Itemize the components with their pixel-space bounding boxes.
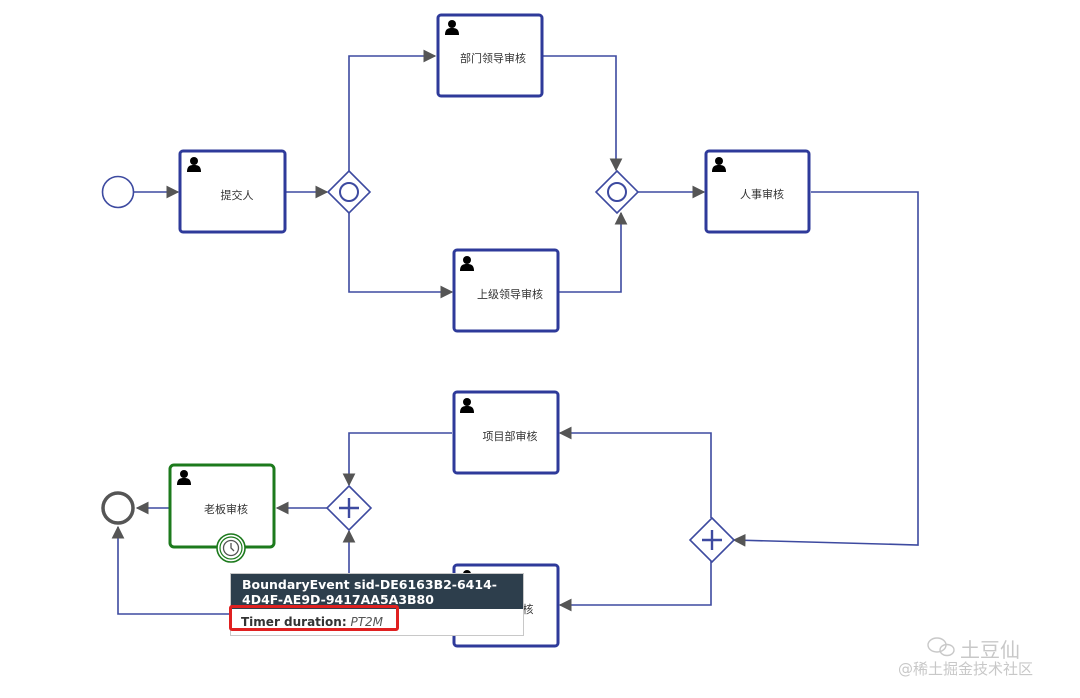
timer-duration-value: PT2M: [350, 615, 384, 629]
flow-timer-to-end[interactable]: [111, 525, 232, 615]
parallel-gateway-fork[interactable]: [688, 516, 736, 564]
flow-gateway-to-superior[interactable]: [348, 212, 454, 299]
task-hr[interactable]: 人事审核: [704, 149, 811, 234]
boundary-event-tooltip: BoundaryEvent sid-DE6163B2-6414-4D4F-AE9…: [230, 573, 524, 636]
task-boss[interactable]: 老板审核: [168, 463, 276, 549]
circle-icon: [607, 182, 627, 202]
flow-hr-to-fork[interactable]: [732, 191, 919, 547]
inclusive-gateway-split[interactable]: [326, 169, 372, 215]
task-label: 部门领导审核: [460, 51, 526, 65]
flow-dept-to-join[interactable]: [543, 55, 623, 172]
task-project-dept[interactable]: 项目部审核: [452, 390, 560, 475]
task-label: 人事审核: [740, 187, 784, 201]
parallel-gateway-join[interactable]: [325, 484, 373, 532]
highlight-box: [229, 605, 399, 631]
task-submitter[interactable]: 提交人: [178, 149, 287, 234]
task-dept-leader[interactable]: 部门领导审核: [436, 13, 544, 98]
plus-icon: [339, 498, 359, 518]
start-event[interactable]: [101, 175, 135, 209]
boundary-timer-event[interactable]: [216, 533, 246, 563]
task-label: 上级领导审核: [477, 287, 543, 301]
inclusive-gateway-join[interactable]: [594, 169, 640, 215]
wechat-icon: [927, 637, 955, 657]
task-label: 老板审核: [204, 502, 248, 516]
timer-duration-label: Timer duration:: [241, 615, 347, 629]
circle-icon: [339, 182, 359, 202]
sequence-flows: [111, 49, 919, 615]
flow-fork-to-hidden[interactable]: [558, 561, 712, 612]
flow-superior-to-join[interactable]: [559, 211, 628, 293]
task-label: 项目部审核: [483, 429, 538, 443]
task-label: 核: [523, 602, 534, 616]
watermark-community: @稀土掘金技术社区: [898, 660, 1034, 678]
tooltip-body: Timer duration: PT2M: [231, 609, 523, 635]
plus-icon: [702, 530, 722, 550]
flow-fork-to-project[interactable]: [558, 426, 712, 518]
flow-project-to-parallel-join[interactable]: [342, 432, 452, 487]
tooltip-title: BoundaryEvent sid-DE6163B2-6414-4D4F-AE9…: [231, 574, 523, 609]
flow-gateway-to-dept[interactable]: [348, 49, 437, 172]
end-event[interactable]: [101, 491, 135, 525]
task-superior-leader[interactable]: 上级领导审核: [452, 248, 560, 333]
task-label: 提交人: [221, 188, 254, 202]
timer-icon: [222, 539, 240, 557]
watermark-author: 土豆仙: [960, 638, 1020, 662]
